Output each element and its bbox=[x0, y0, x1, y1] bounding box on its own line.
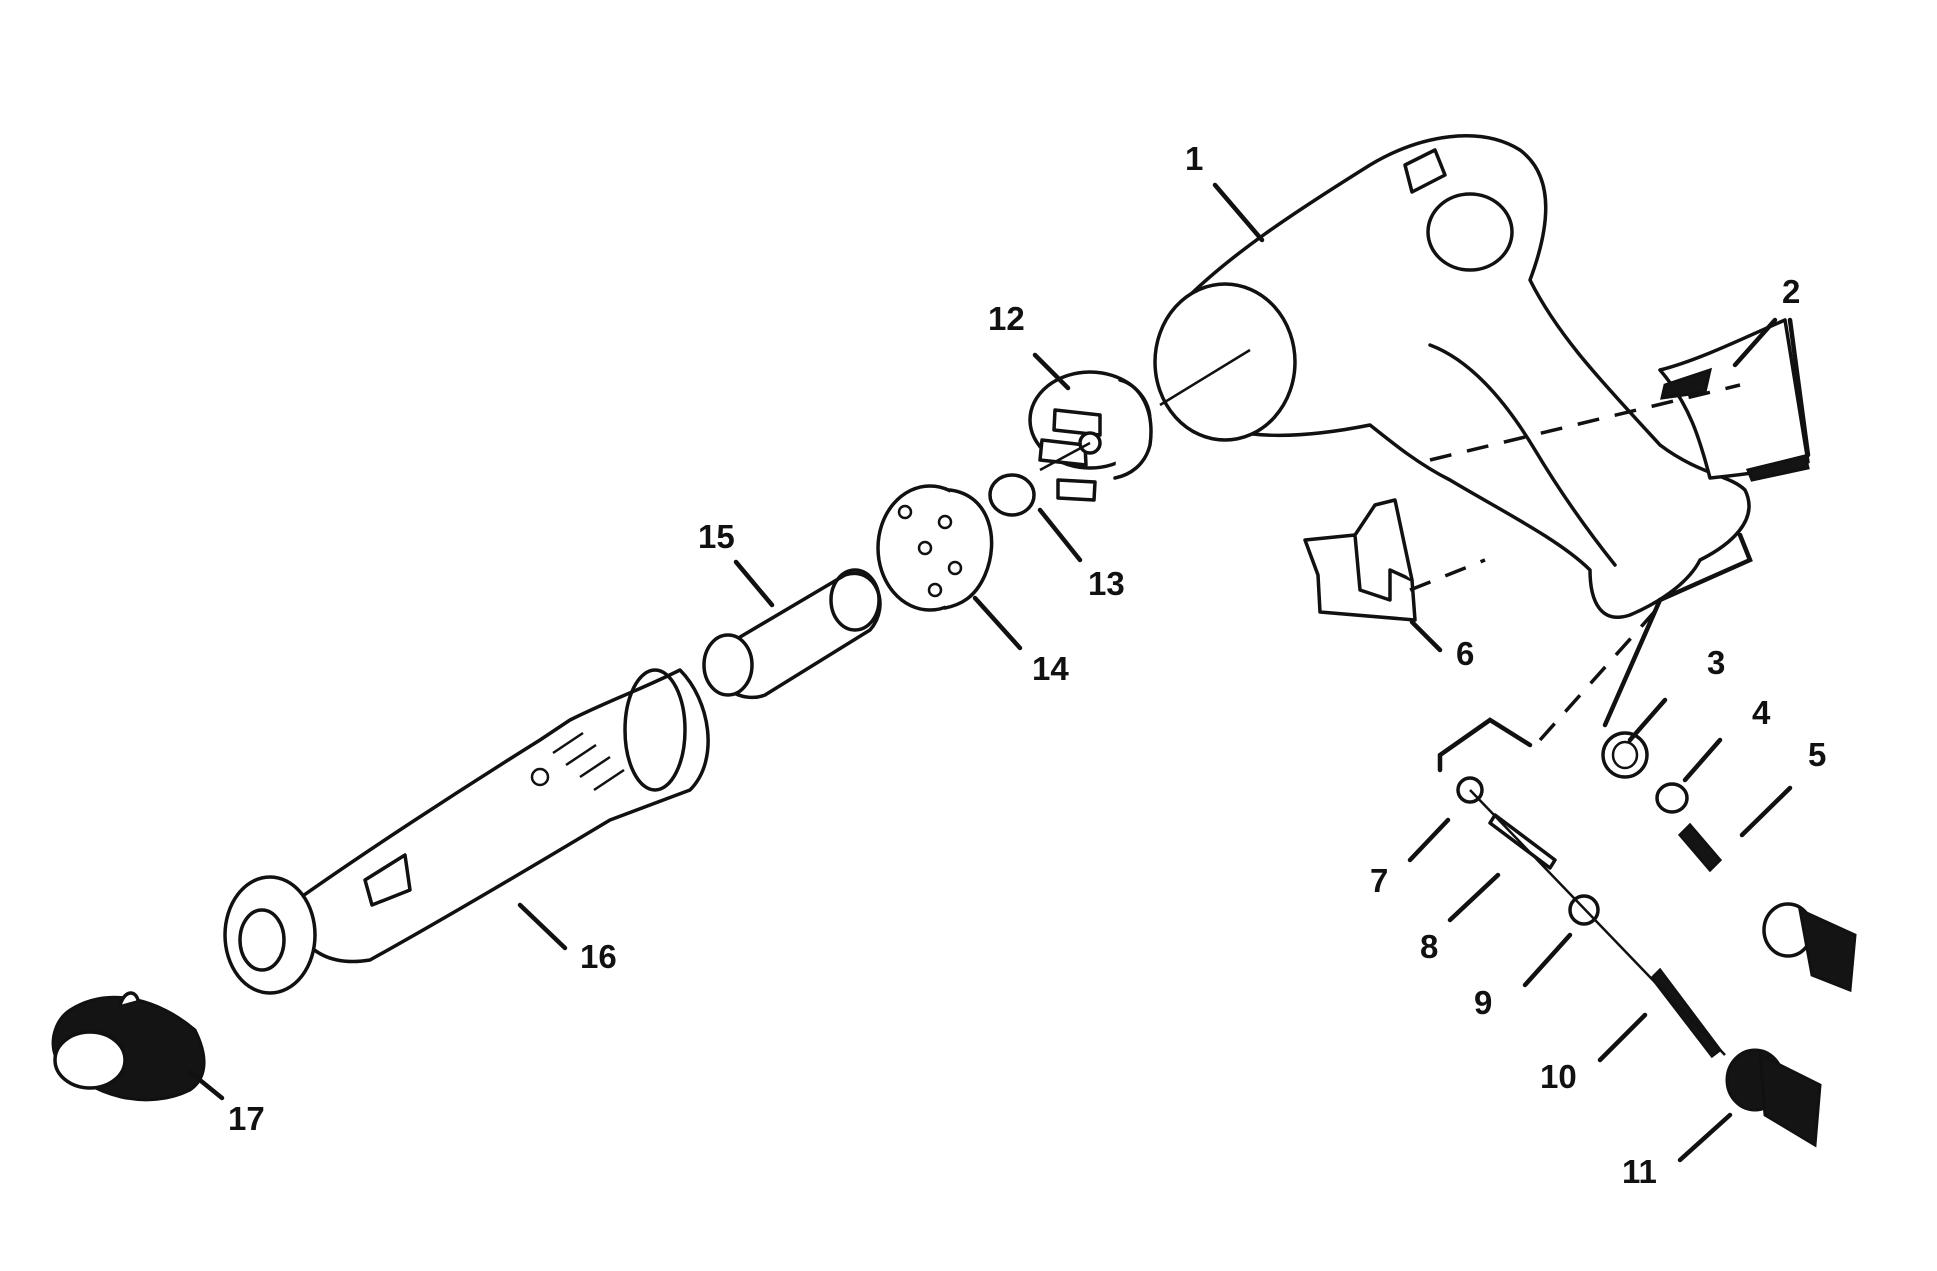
part-label-9: 9 bbox=[1474, 984, 1492, 1021]
leader-5 bbox=[1739, 785, 1793, 838]
leader-16 bbox=[517, 902, 568, 951]
part-label-17: 17 bbox=[228, 1100, 265, 1137]
leader-1 bbox=[1212, 182, 1265, 243]
nozzle-cap bbox=[51, 991, 206, 1102]
leader-3 bbox=[1627, 697, 1668, 743]
part-label-13: 13 bbox=[1088, 565, 1125, 602]
leader-11 bbox=[1677, 1112, 1733, 1163]
bracket-line bbox=[1437, 717, 1533, 773]
part-label-15: 15 bbox=[698, 518, 735, 555]
seal bbox=[1655, 782, 1689, 814]
leader-2a bbox=[1732, 317, 1778, 368]
leader-13 bbox=[1037, 507, 1083, 563]
leader-4 bbox=[1682, 737, 1723, 783]
disc bbox=[876, 484, 994, 612]
leader-12 bbox=[1032, 352, 1071, 391]
valve-cap bbox=[1028, 370, 1153, 502]
part-label-8: 8 bbox=[1420, 928, 1438, 965]
connector-line bbox=[1538, 598, 1667, 742]
part-label-11: 11 bbox=[1622, 1153, 1657, 1190]
leader-2b bbox=[1787, 317, 1811, 458]
part-label-6: 6 bbox=[1456, 635, 1474, 672]
leader-9 bbox=[1522, 932, 1573, 988]
leader-15 bbox=[733, 559, 775, 608]
leader-7 bbox=[1407, 817, 1451, 863]
part-label-4: 4 bbox=[1752, 694, 1771, 731]
leader-8 bbox=[1447, 872, 1501, 923]
leader-6 bbox=[1409, 619, 1443, 653]
leader-10 bbox=[1597, 1012, 1648, 1063]
gun-body bbox=[1153, 134, 1751, 619]
connector-line bbox=[1409, 558, 1486, 592]
connector-line bbox=[1429, 383, 1741, 462]
barrel bbox=[223, 668, 710, 995]
part-label-1: 1 bbox=[1185, 140, 1203, 177]
part-label-12: 12 bbox=[988, 300, 1025, 337]
piston bbox=[702, 568, 882, 700]
bracket-line bbox=[1602, 532, 1753, 728]
part-label-10: 10 bbox=[1540, 1058, 1577, 1095]
part-label-14: 14 bbox=[1032, 650, 1069, 687]
spring-fitting bbox=[1677, 822, 1857, 993]
block-part bbox=[1303, 498, 1417, 622]
pin-assembly bbox=[1456, 776, 1726, 1059]
leader-17 bbox=[187, 1069, 225, 1101]
end-cap bbox=[1725, 1048, 1822, 1148]
part-label-16: 16 bbox=[580, 938, 617, 975]
ring bbox=[1601, 731, 1649, 779]
part-label-7: 7 bbox=[1370, 862, 1388, 899]
part-label-5: 5 bbox=[1808, 736, 1826, 773]
washer bbox=[988, 473, 1036, 517]
part-label-3: 3 bbox=[1707, 644, 1725, 681]
trigger bbox=[1658, 318, 1810, 482]
leader-14 bbox=[972, 595, 1023, 651]
part-label-2: 2 bbox=[1782, 273, 1800, 310]
